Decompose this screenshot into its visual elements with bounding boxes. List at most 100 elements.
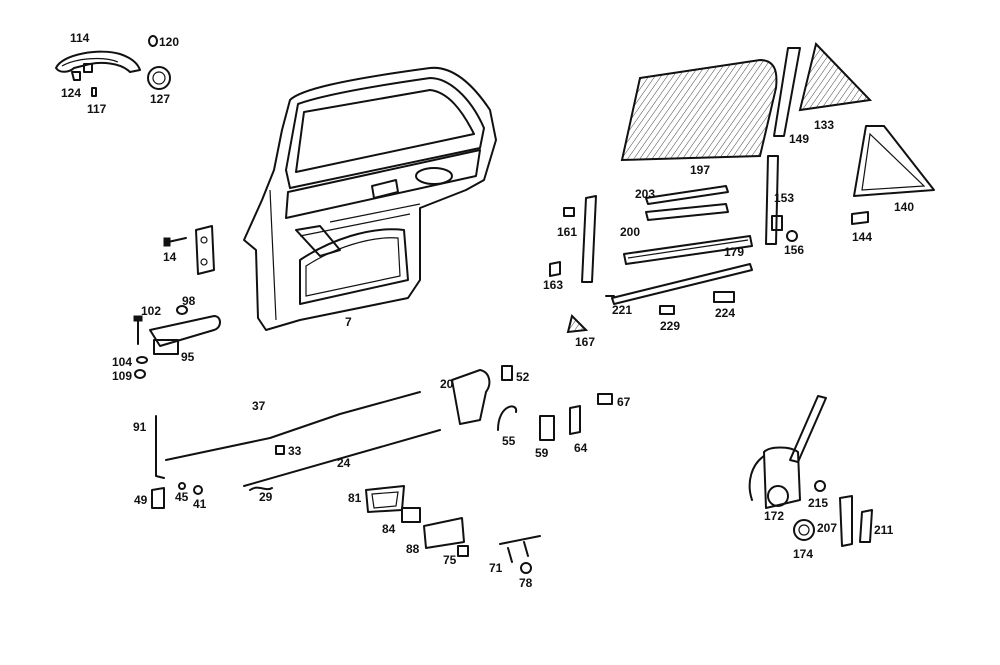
label-215: 215	[808, 496, 828, 510]
nut-109-icon	[134, 369, 146, 379]
label-207: 207	[817, 521, 837, 535]
label-95: 95	[181, 350, 195, 364]
label-114: 114	[70, 31, 90, 45]
check-strap-95-icon	[149, 315, 221, 355]
label-104: 104	[112, 355, 132, 369]
label-153: 153	[774, 191, 794, 205]
grommet-156-icon	[786, 230, 798, 242]
gasket-124-icon	[71, 71, 81, 81]
label-109: 109	[112, 369, 132, 383]
label-98: 98	[182, 294, 196, 308]
label-14: 14	[163, 250, 177, 264]
label-200: 200	[620, 225, 640, 239]
clip-215-icon	[814, 480, 826, 492]
label-163: 163	[543, 278, 563, 292]
latch-59-icon	[539, 415, 555, 441]
bracket-144-icon	[851, 211, 869, 225]
label-133: 133	[814, 118, 834, 132]
label-41: 41	[193, 497, 207, 511]
door-lock-icon	[451, 365, 513, 425]
clip-75-icon	[457, 545, 469, 557]
seal-strip-icon	[611, 263, 753, 305]
label-24: 24	[337, 456, 351, 470]
label-7: 7	[345, 315, 352, 329]
rod-91-icon	[155, 415, 165, 479]
plate-67-icon	[597, 393, 613, 405]
inside-handle-icon	[365, 485, 405, 513]
door-shell-icon	[243, 66, 497, 331]
label-75: 75	[443, 553, 457, 567]
clip-229-icon	[659, 305, 675, 315]
door-hinge-icon	[195, 225, 215, 275]
outside-handle-icon	[55, 50, 141, 73]
pad-167-icon	[566, 314, 589, 334]
label-224: 224	[715, 306, 735, 320]
clip-41-icon	[193, 485, 203, 495]
label-37: 37	[252, 399, 266, 413]
label-81: 81	[348, 491, 362, 505]
label-102: 102	[141, 304, 161, 318]
escutcheon-88-icon	[423, 517, 465, 549]
bracket-55-icon	[497, 405, 518, 431]
guide-rail-153-icon	[765, 155, 783, 245]
grommet-127-icon	[147, 66, 171, 90]
spring-29-icon	[249, 486, 273, 491]
label-88: 88	[406, 542, 420, 556]
crank-207-icon	[839, 495, 853, 547]
clip-163-icon	[549, 261, 561, 277]
label-84: 84	[382, 522, 396, 536]
washer-104-icon	[136, 356, 148, 364]
rod-24-icon	[243, 429, 441, 487]
label-197: 197	[690, 163, 710, 177]
label-29: 29	[259, 490, 273, 504]
label-117: 117	[87, 102, 107, 116]
label-78: 78	[519, 576, 533, 590]
label-172: 172	[764, 509, 784, 523]
label-211: 211	[874, 523, 894, 537]
bolt-102-icon	[133, 315, 143, 345]
label-52: 52	[516, 370, 530, 384]
rod-37-icon	[165, 391, 421, 461]
label-55: 55	[502, 434, 516, 448]
label-49: 49	[134, 493, 148, 507]
label-144: 144	[852, 230, 872, 244]
clip-45-icon	[178, 482, 186, 490]
window-regulator-icon	[748, 395, 827, 509]
label-156: 156	[784, 243, 804, 257]
vent-frame-140-icon	[853, 125, 935, 197]
label-67: 67	[617, 395, 631, 409]
nut-98-icon	[176, 305, 188, 315]
label-149: 149	[789, 132, 809, 146]
lower-rail-179-icon	[623, 235, 753, 265]
label-71: 71	[489, 561, 503, 575]
label-124: 124	[61, 86, 81, 100]
vent-glass-icon	[798, 41, 873, 112]
rail-200-icon	[645, 203, 729, 221]
spring-174-icon	[793, 519, 815, 541]
clip-120-icon	[148, 35, 158, 47]
label-161: 161	[557, 225, 577, 239]
label-59: 59	[535, 446, 549, 460]
label-229: 229	[660, 319, 680, 333]
door-glass-icon	[620, 58, 778, 162]
label-221: 221	[612, 303, 632, 317]
channel-149-icon	[773, 47, 801, 137]
label-203: 203	[635, 187, 655, 201]
label-127: 127	[150, 92, 170, 106]
label-140: 140	[894, 200, 914, 214]
label-174: 174	[793, 547, 813, 561]
washer-78-icon	[520, 562, 532, 574]
bracket-49-icon	[151, 487, 165, 509]
label-33: 33	[288, 444, 302, 458]
label-179: 179	[724, 245, 744, 259]
label-120: 120	[159, 35, 179, 49]
label-64: 64	[574, 441, 588, 455]
clip-33-icon	[275, 445, 285, 455]
rail-203-icon	[645, 185, 729, 205]
plate-84-icon	[401, 507, 421, 523]
knob-211-icon	[859, 509, 873, 543]
linkage-71-icon	[499, 535, 541, 563]
clip-224-icon	[713, 291, 735, 303]
